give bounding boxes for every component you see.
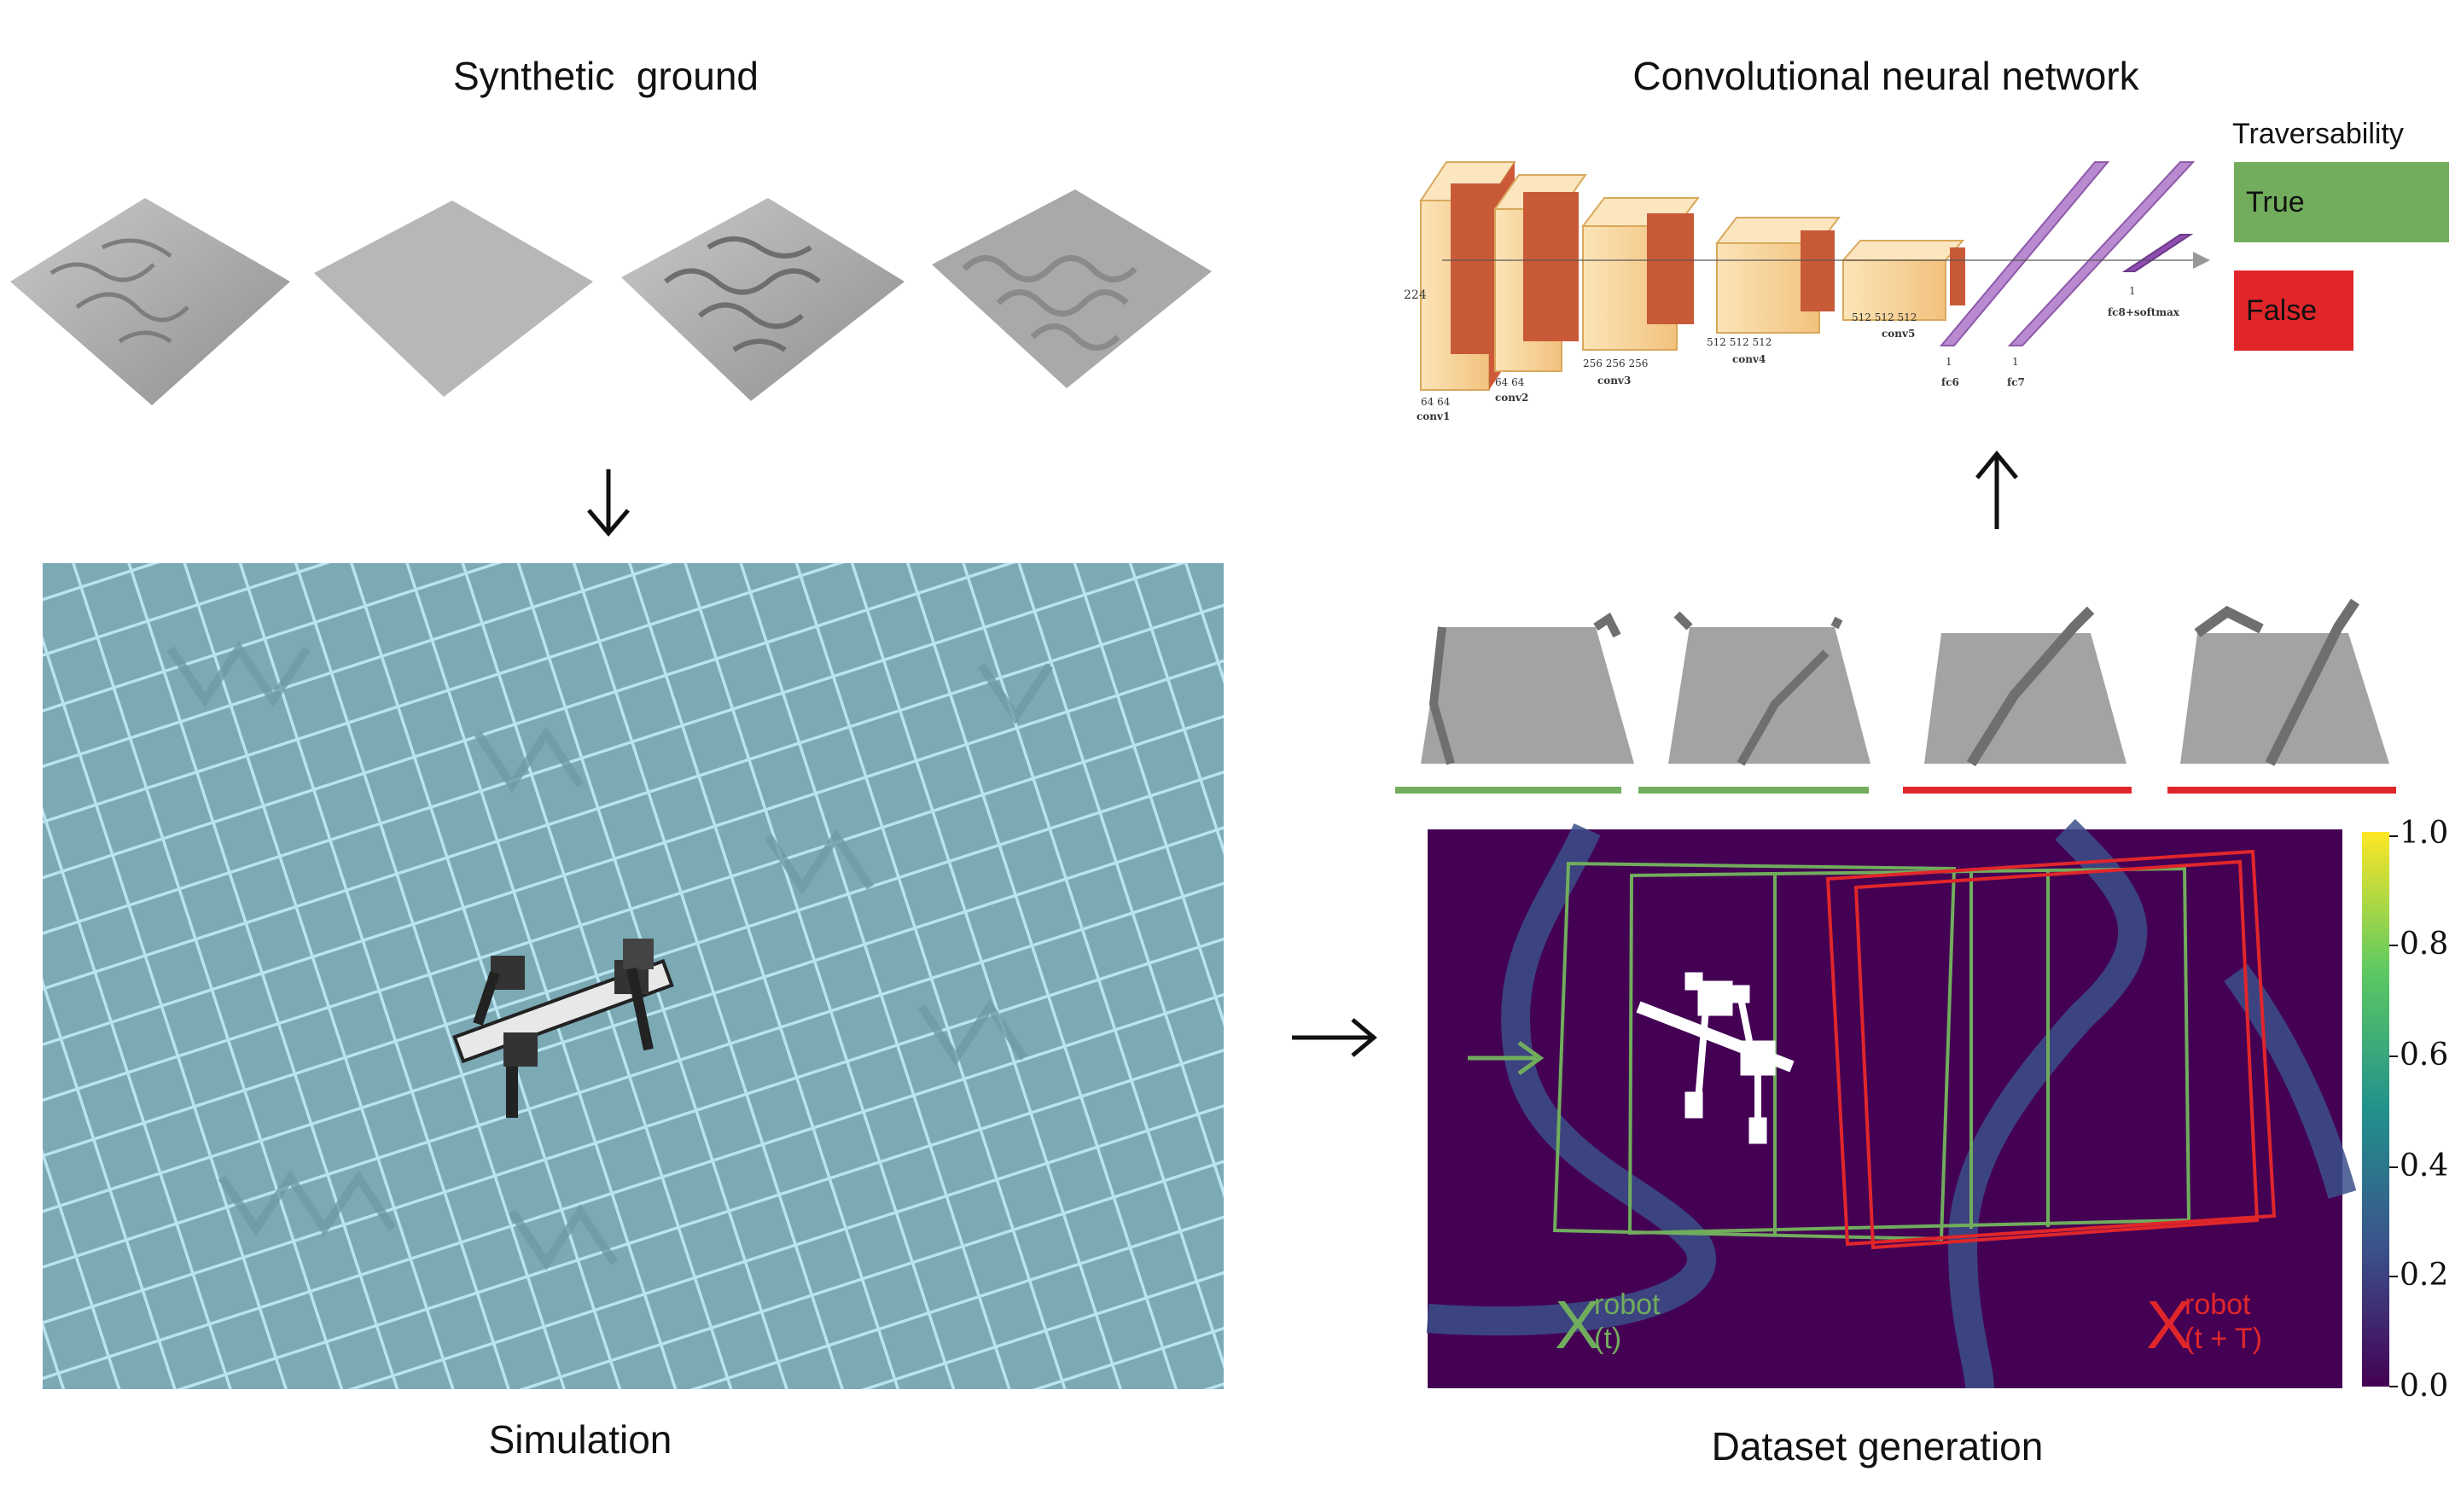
terrain-tile-3	[621, 198, 905, 401]
cnn-label-conv1-channels: 64 64	[1421, 396, 1451, 408]
cnn-label-conv4-channels: 512 512 512	[1707, 336, 1772, 348]
right-arrow-icon	[1292, 1018, 1377, 1057]
red-frame-1	[1825, 849, 2277, 1247]
terrain-tile-3-ridges	[664, 236, 821, 352]
cnn-label-conv2: conv2	[1495, 392, 1528, 404]
cnn-block-conv4	[1714, 217, 1841, 334]
patch-bar-1	[1395, 787, 1621, 794]
patch-bar-2	[1638, 787, 1869, 794]
terrain-tile-1	[10, 198, 290, 405]
terrain-tile-1-ridges	[49, 238, 189, 344]
terrain-patches	[1395, 598, 2396, 794]
terrain-tile-4	[932, 189, 1212, 388]
cnn-block-fc8	[2121, 234, 2194, 272]
title-synthetic-ground: Synthetic ground	[452, 54, 759, 98]
colorbar-tick-0.8: 0.8	[2400, 927, 2449, 962]
colorbar-tick-0.6: 0.6	[2400, 1038, 2449, 1073]
down-arrow-icon	[587, 469, 630, 537]
cnn-label-conv3: conv3	[1597, 375, 1631, 387]
cnn-label-fc8: fc8+softmax	[2108, 306, 2180, 318]
colorbar-tick-1.0: 1.0	[2400, 816, 2449, 851]
cnn-label-conv3-channels: 256 256 256	[1583, 358, 1648, 369]
legend-item-true: True	[2234, 162, 2449, 242]
legend-item-false: False	[2234, 270, 2353, 351]
label-x-robot-t-robot: robot	[1594, 1288, 1661, 1321]
traversability-heatmap: X robot (t) X robot (t + T)	[1426, 818, 2357, 1389]
terrain-patch-4	[2167, 598, 2396, 794]
green-arrow-icon	[1468, 1040, 1545, 1076]
label-x-robot-tT-time: (t + T)	[2185, 1323, 2262, 1355]
cnn-label-conv4: conv4	[1732, 353, 1766, 365]
cnn-label-input-size: 224	[1404, 288, 1427, 302]
title-simulation: Simulation	[488, 1417, 672, 1462]
title-cnn: Convolutional neural network	[1632, 54, 2139, 98]
cnn-label-fc8-one: 1	[2129, 285, 2136, 297]
up-arrow-icon	[1975, 451, 2018, 529]
colorbar	[2362, 832, 2398, 1387]
synthetic-ground-tiles	[10, 189, 1212, 405]
cnn-block-fc7	[2007, 161, 2196, 346]
terrain-tile-2	[314, 201, 593, 397]
terrain-patch-1	[1395, 612, 1634, 794]
cnn-block-conv5	[1841, 240, 1965, 321]
colorbar-tick-0.2: 0.2	[2400, 1258, 2449, 1293]
simulation-view	[43, 563, 1224, 1389]
cnn-label-conv5-channels: 512 512 512	[1852, 311, 1917, 323]
patch-bar-4	[2167, 787, 2396, 794]
cnn-block-conv2	[1493, 174, 1587, 372]
terrain-patch-3	[1903, 606, 2132, 794]
title-dataset-generation: Dataset generation	[1711, 1424, 2044, 1468]
cnn-label-fc7-one: 1	[2012, 356, 2019, 368]
terrain-tile-4-bumps	[962, 255, 1137, 351]
cnn-label-fc7: fc7	[2007, 376, 2025, 388]
cnn-label-conv5: conv5	[1882, 328, 1915, 340]
cnn-label-fc6-one: 1	[1946, 356, 1952, 368]
robot-icon-heatmap	[1636, 972, 1795, 1144]
terrain-patch-2	[1638, 611, 1870, 794]
cnn-label-conv1: conv1	[1417, 410, 1450, 422]
label-x-robot-tT-symbol: X	[2146, 1287, 2191, 1363]
cnn-diagram: 224 64 64 conv1 64 64 conv2 256 256 256 …	[1404, 161, 2210, 422]
cnn-block-conv3	[1580, 197, 1701, 351]
legend-title: Traversability	[2232, 117, 2404, 150]
colorbar-tick-0.0: 0.0	[2400, 1369, 2449, 1404]
colorbar-tick-0.4: 0.4	[2400, 1149, 2449, 1183]
label-x-robot-t-time: (t)	[1594, 1323, 1621, 1355]
red-frame-2	[1853, 859, 2260, 1250]
label-x-robot-t-symbol: X	[1555, 1287, 1600, 1363]
label-x-robot-tT-robot: robot	[2185, 1288, 2251, 1321]
cnn-label-conv2-channels: 64 64	[1495, 376, 1525, 388]
cnn-label-fc6: fc6	[1941, 376, 1959, 388]
robot-icon	[452, 939, 674, 1118]
patch-bar-3	[1903, 787, 2132, 794]
cnn-block-fc6	[1939, 161, 2110, 346]
